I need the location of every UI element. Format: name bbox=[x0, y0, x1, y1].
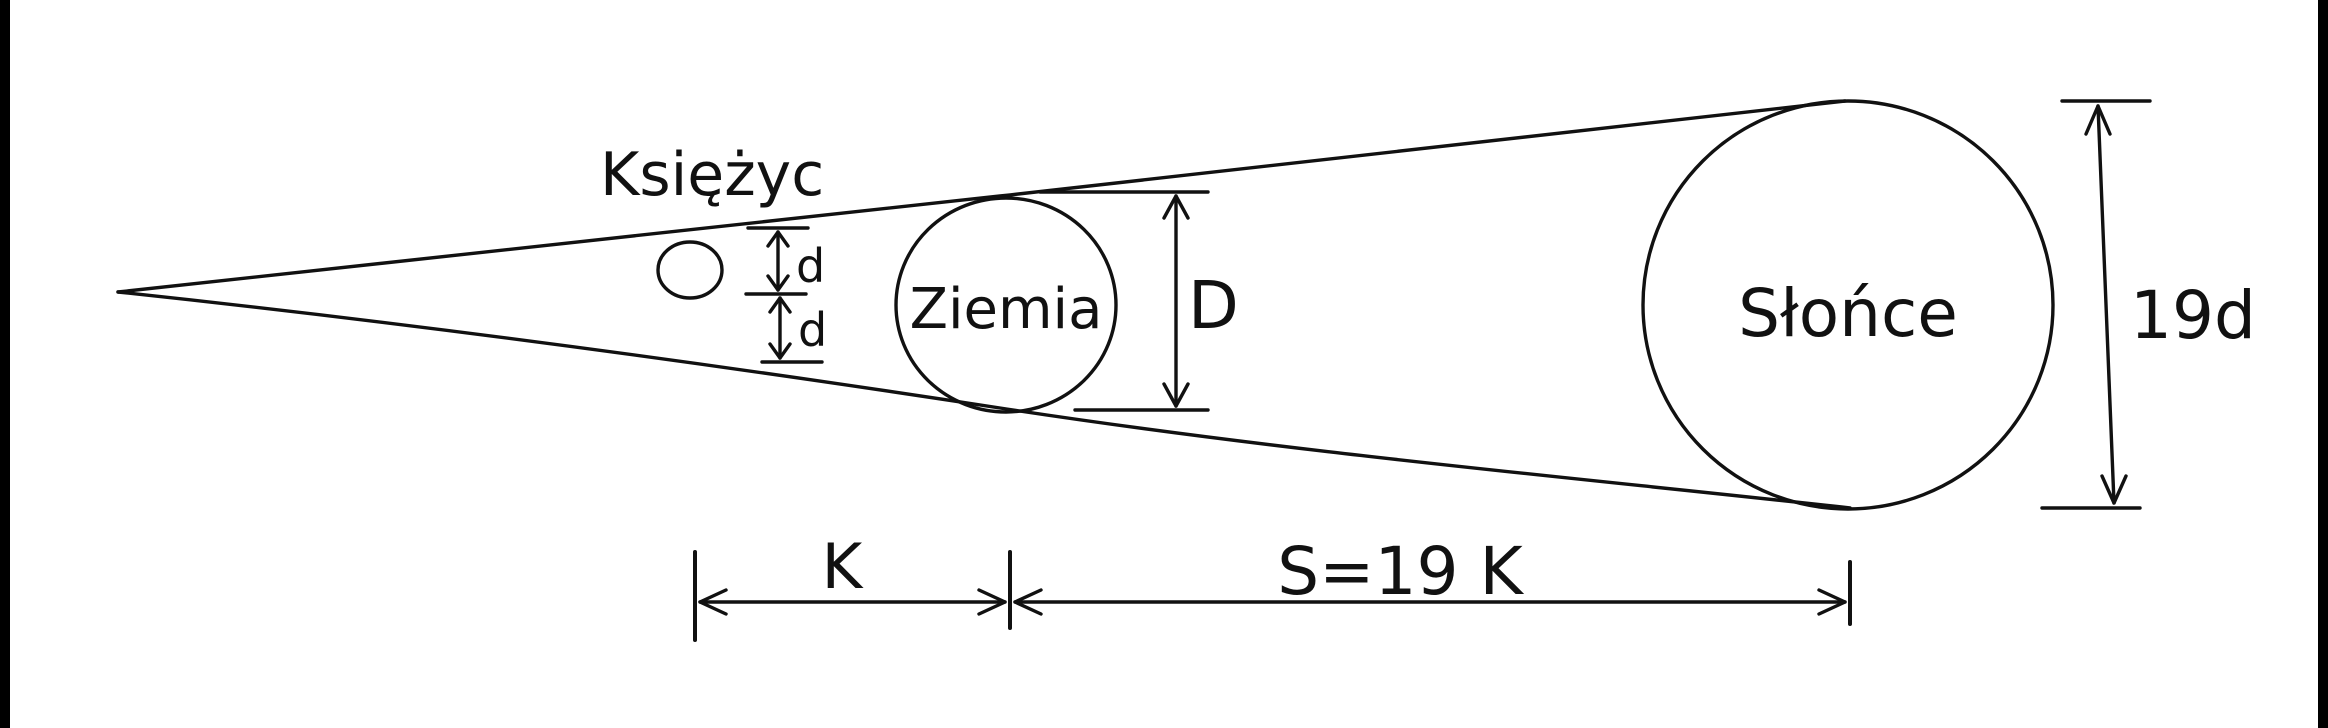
dist-s-arrowhead-right bbox=[1817, 588, 1847, 616]
d-upper-arrowhead-top bbox=[766, 230, 790, 248]
upper-tangent-line bbox=[116, 99, 1847, 294]
d-lower-arrowhead-bottom bbox=[768, 342, 792, 360]
dist-k-arrowhead-left bbox=[698, 588, 728, 616]
sun-diameter-arrowhead-bottom bbox=[2100, 474, 2128, 505]
sun-label: Słońce bbox=[1738, 275, 1958, 352]
dist-s-label: S=19 K bbox=[1277, 533, 1524, 610]
d-lower-arrowhead-top bbox=[768, 296, 792, 314]
earth-label: Ziemia bbox=[910, 277, 1103, 342]
earth-diameter-label: D bbox=[1188, 267, 1239, 344]
dist-k-label: K bbox=[822, 530, 864, 603]
earth-diameter-arrowhead-bottom bbox=[1162, 382, 1190, 408]
left-frame-edge bbox=[0, 0, 10, 728]
earth-circle bbox=[894, 196, 1118, 414]
earth-diameter-arrowhead-top bbox=[1162, 194, 1190, 220]
sun-diameter-arrow-shaft bbox=[2096, 104, 2116, 505]
lower-tangent-line bbox=[116, 290, 1852, 510]
sun-circle bbox=[1641, 99, 2055, 511]
sun-diameter-arrowhead-top bbox=[2084, 104, 2112, 136]
d-upper-arrowhead-bottom bbox=[766, 274, 790, 292]
right-frame-edge bbox=[2318, 0, 2328, 728]
moon-label: Księżyc bbox=[600, 140, 824, 210]
sun-diameter-label: 19d bbox=[2130, 277, 2256, 354]
moon-circle bbox=[656, 240, 724, 300]
d-upper-label: d bbox=[796, 239, 825, 293]
dist-s-arrowhead-left bbox=[1013, 588, 1043, 616]
d-lower-label: d bbox=[798, 303, 827, 357]
dist-k-arrowhead-right bbox=[977, 588, 1007, 616]
